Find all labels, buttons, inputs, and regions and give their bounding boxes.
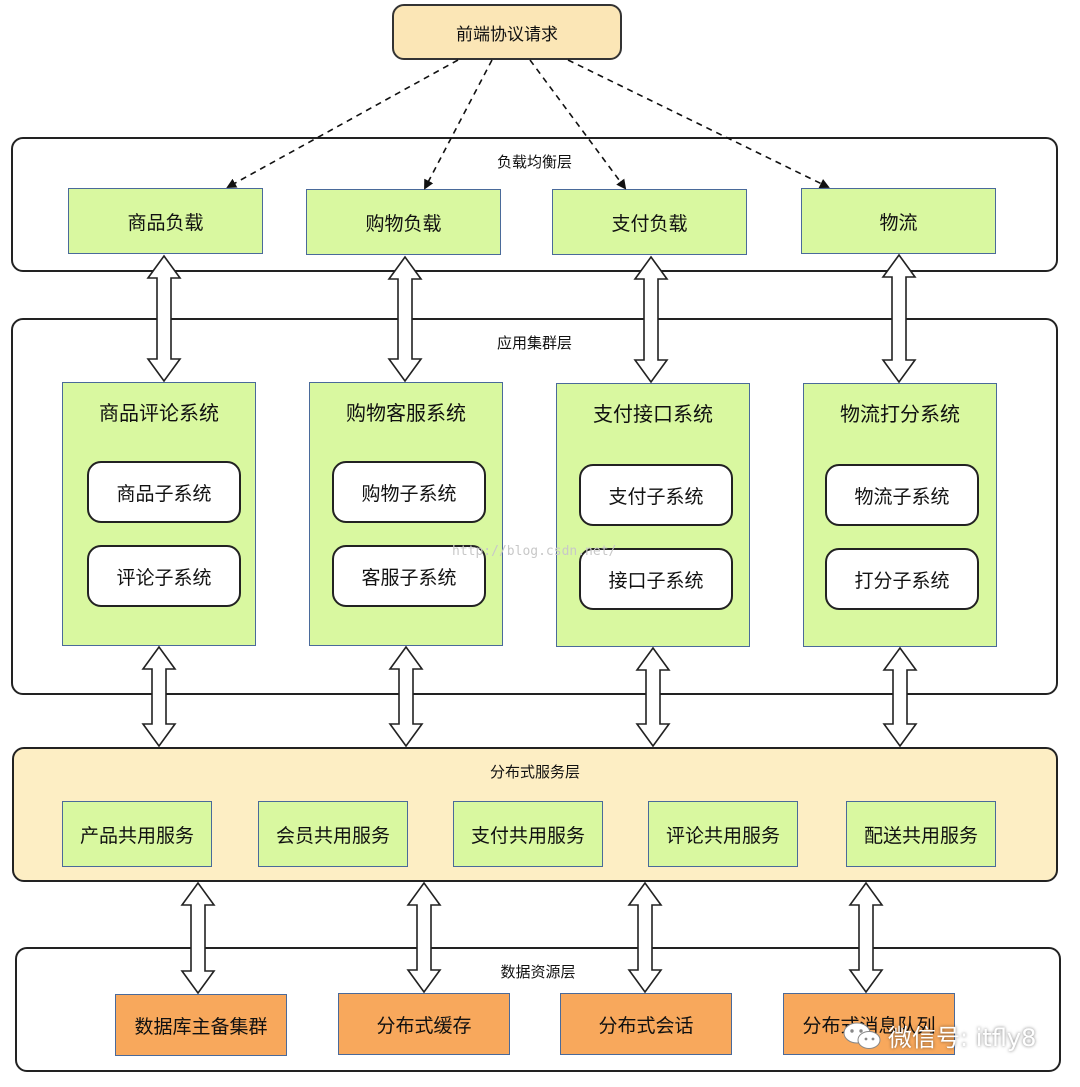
subsystem-box: 购物子系统 (332, 461, 486, 523)
bidirectional-arrow (406, 881, 442, 994)
subsystem-label: 商品子系统 (116, 482, 212, 505)
data-resource-layer-title: 数据资源层 (500, 963, 576, 981)
bidirectional-arrow (635, 646, 671, 748)
wechat-watermark: 微信号: itfly8 (842, 1018, 1036, 1053)
subsystem-label: 接口子系统 (608, 569, 704, 592)
cluster-logistics-rating: 物流打分系统 物流子系统 打分子系统 (803, 383, 997, 647)
cluster-title: 商品评论系统 (99, 401, 219, 425)
load-box-label: 物流 (879, 211, 918, 234)
bidirectional-arrow (180, 881, 216, 995)
dashed-arrow (529, 59, 627, 190)
bidirectional-arrow (881, 253, 917, 384)
load-balancing-layer-title: 负载均衡层 (496, 153, 572, 171)
service-label: 产品共用服务 (79, 824, 194, 847)
load-box-product: 商品负载 (68, 188, 263, 254)
bidirectional-arrow (848, 881, 884, 994)
bidirectional-arrow (387, 255, 423, 383)
bidirectional-arrow (633, 255, 669, 384)
load-box-logistics: 物流 (801, 188, 996, 254)
bidirectional-arrow (627, 881, 663, 994)
subsystem-box: 打分子系统 (825, 548, 979, 610)
subsystem-label: 购物子系统 (361, 482, 457, 505)
load-box-label: 购物负载 (365, 212, 442, 235)
subsystem-label: 支付子系统 (608, 485, 704, 508)
bidirectional-arrow (146, 254, 182, 383)
cluster-title: 支付接口系统 (593, 402, 713, 426)
service-label: 配送共用服务 (863, 824, 978, 847)
load-box-label: 支付负载 (611, 212, 688, 235)
subsystem-box: 客服子系统 (332, 545, 486, 607)
cluster-product-review: 商品评论系统 商品子系统 评论子系统 (62, 382, 256, 646)
load-box-payment: 支付负载 (552, 189, 747, 255)
application-cluster-layer-title: 应用集群层 (496, 334, 572, 352)
data-box-label: 数据库主备集群 (134, 1015, 268, 1038)
service-box: 评论共用服务 (648, 801, 798, 867)
wechat-icon (843, 1022, 881, 1049)
cluster-title: 物流打分系统 (840, 402, 960, 426)
dashed-arrow (226, 59, 459, 188)
subsystem-box: 评论子系统 (87, 545, 241, 607)
frontend-request-label: 前端协议请求 (456, 24, 558, 45)
service-box: 配送共用服务 (846, 801, 996, 867)
load-box-label: 商品负载 (127, 211, 204, 234)
data-box-label: 分布式缓存 (376, 1014, 472, 1037)
cluster-payment-interface: 支付接口系统 支付子系统 接口子系统 (556, 383, 750, 647)
data-box-distributed-cache: 分布式缓存 (338, 993, 510, 1055)
service-label: 评论共用服务 (665, 824, 780, 847)
dashed-arrow (424, 59, 493, 190)
data-box-label: 分布式会话 (598, 1014, 694, 1037)
wechat-id-text: 微信号: itfly8 (888, 1024, 1037, 1052)
data-box-message-queue: 分布式消息队列 (783, 993, 955, 1055)
distributed-service-layer-title: 分布式服务层 (489, 763, 580, 781)
subsystem-box: 支付子系统 (579, 464, 733, 526)
service-box: 会员共用服务 (258, 801, 408, 867)
subsystem-label: 打分子系统 (854, 569, 950, 592)
service-label: 支付共用服务 (470, 824, 585, 847)
dashed-arrow (567, 59, 830, 188)
subsystem-box: 商品子系统 (87, 461, 241, 523)
data-box-database-cluster: 数据库主备集群 (115, 994, 287, 1056)
subsystem-label: 客服子系统 (361, 566, 457, 589)
frontend-request-box: 前端协议请求 (392, 4, 622, 60)
load-box-shopping: 购物负载 (306, 189, 501, 255)
bidirectional-arrow (388, 645, 424, 748)
service-box: 产品共用服务 (62, 801, 212, 867)
service-box: 支付共用服务 (453, 801, 603, 867)
data-box-label: 分布式消息队列 (802, 1014, 936, 1037)
data-box-distributed-session: 分布式会话 (560, 993, 732, 1055)
subsystem-label: 物流子系统 (854, 485, 950, 508)
cluster-shopping-service: 购物客服系统 购物子系统 客服子系统 (309, 382, 503, 646)
subsystem-label: 评论子系统 (116, 566, 212, 589)
bidirectional-arrow (882, 646, 918, 748)
subsystem-box: 物流子系统 (825, 464, 979, 526)
subsystem-box: 接口子系统 (579, 548, 733, 610)
service-label: 会员共用服务 (275, 824, 390, 847)
bidirectional-arrow (141, 645, 177, 748)
blog-watermark: http://blog.csdn.net/ (452, 544, 617, 559)
cluster-title: 购物客服系统 (346, 401, 466, 425)
